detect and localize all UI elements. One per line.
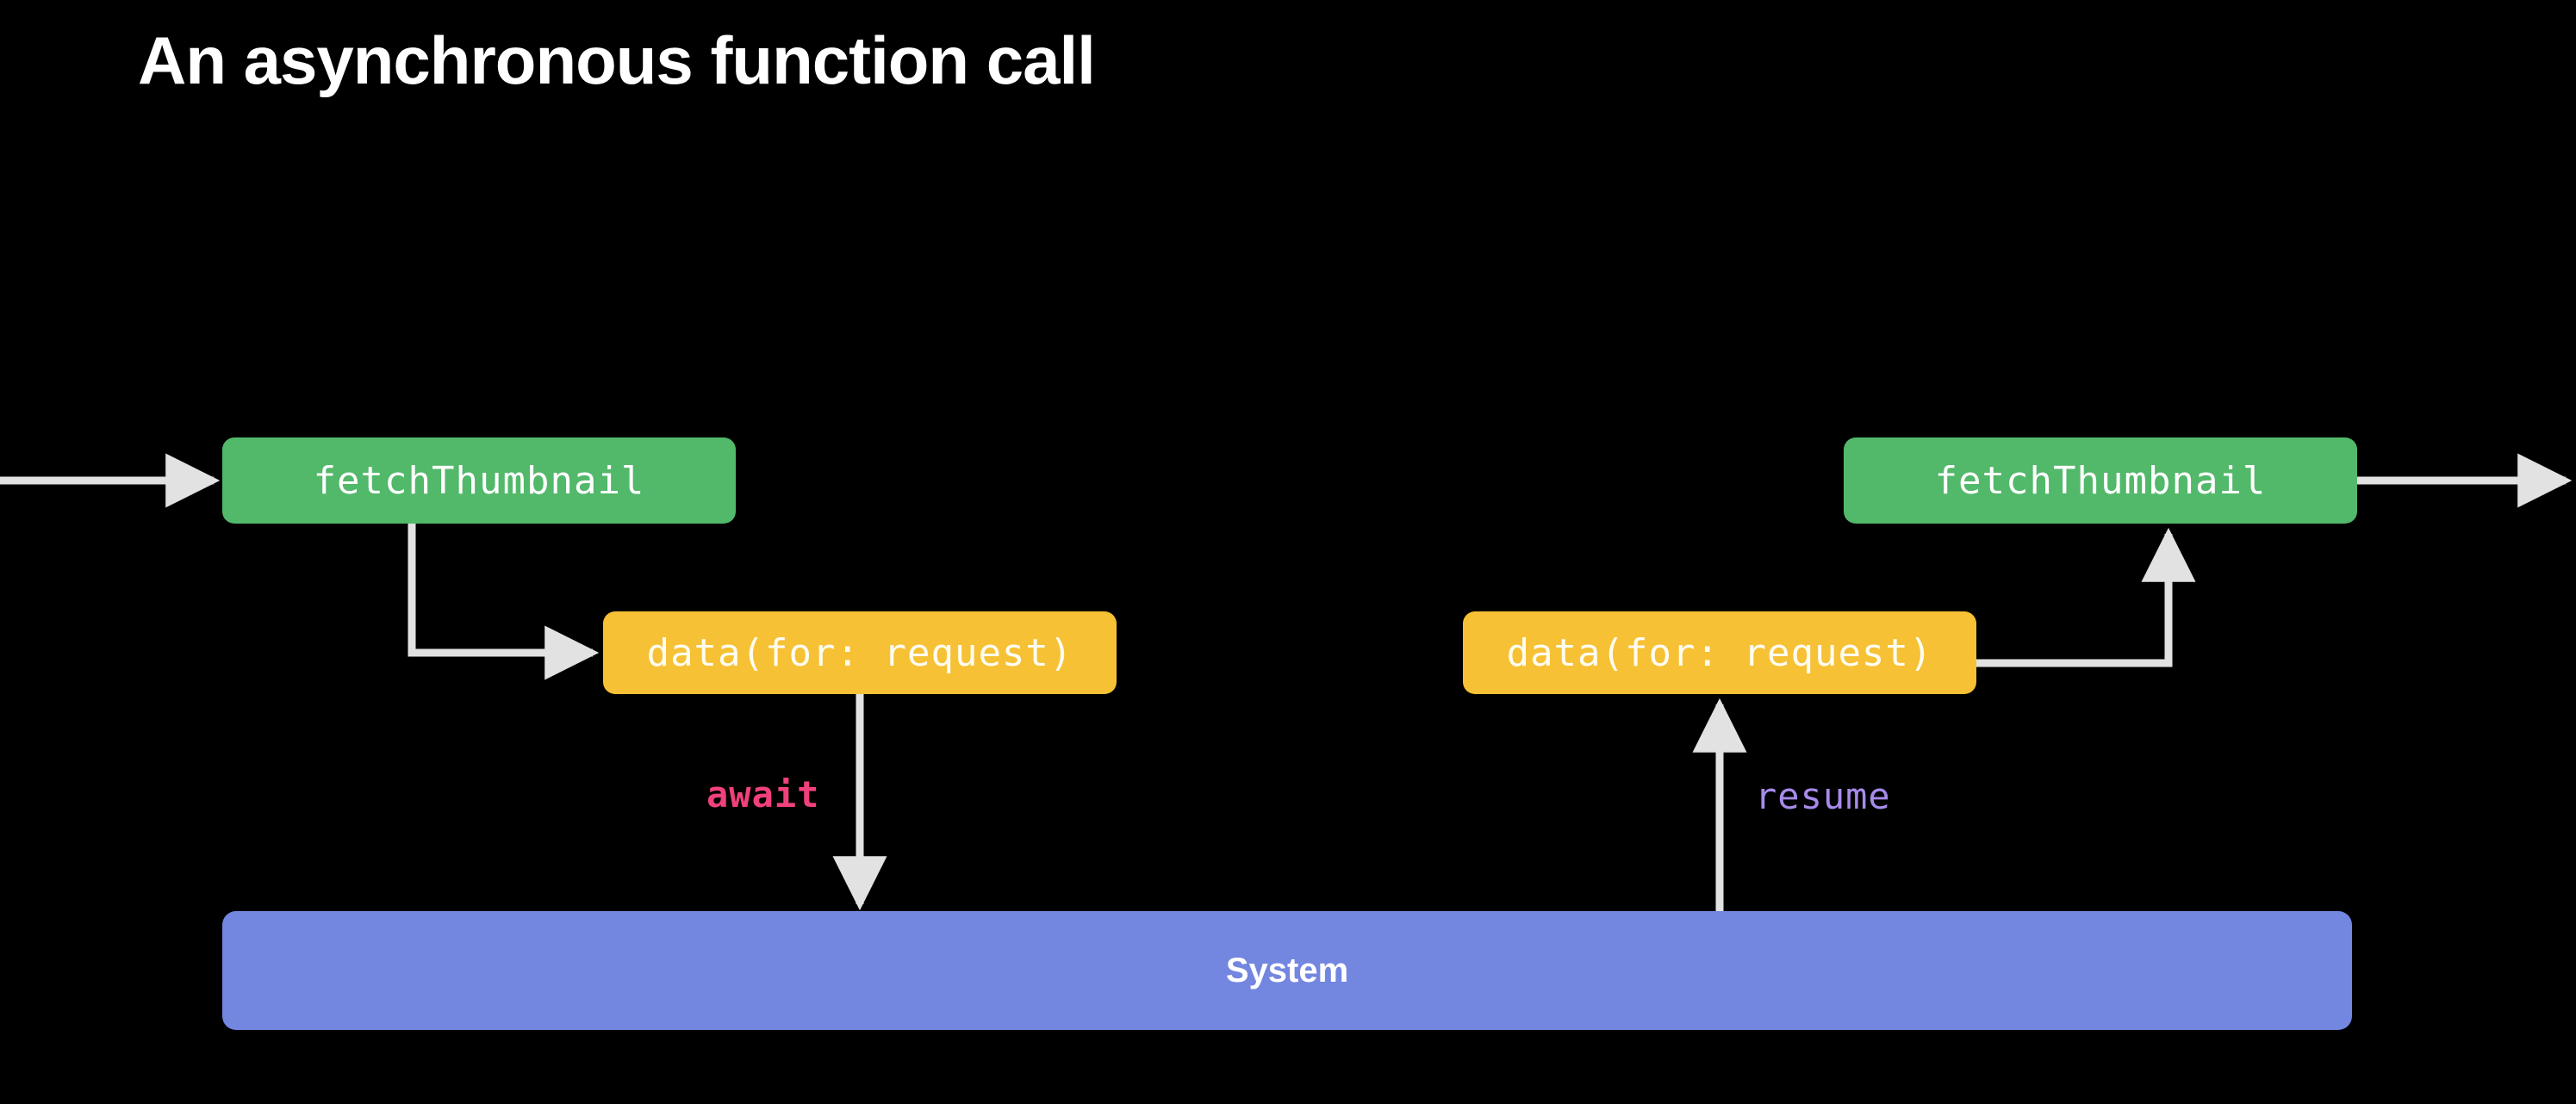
edge-call-arrow <box>408 524 600 680</box>
node-fetch-thumbnail-left[interactable]: fetchThumbnail <box>222 437 736 524</box>
node-fetch-thumbnail-right[interactable]: fetchThumbnail <box>1844 437 2357 524</box>
node-data-for-request-right[interactable]: data(for: request) <box>1463 611 1976 694</box>
node-system-bar[interactable]: System <box>222 911 2352 1030</box>
edge-label-await: await <box>706 773 820 816</box>
edge-return-arrow <box>1976 527 2196 667</box>
node-data-for-request-left[interactable]: data(for: request) <box>603 611 1117 694</box>
edge-label-resume: resume <box>1755 775 1891 817</box>
page-title: An asynchronous function call <box>138 22 1096 98</box>
